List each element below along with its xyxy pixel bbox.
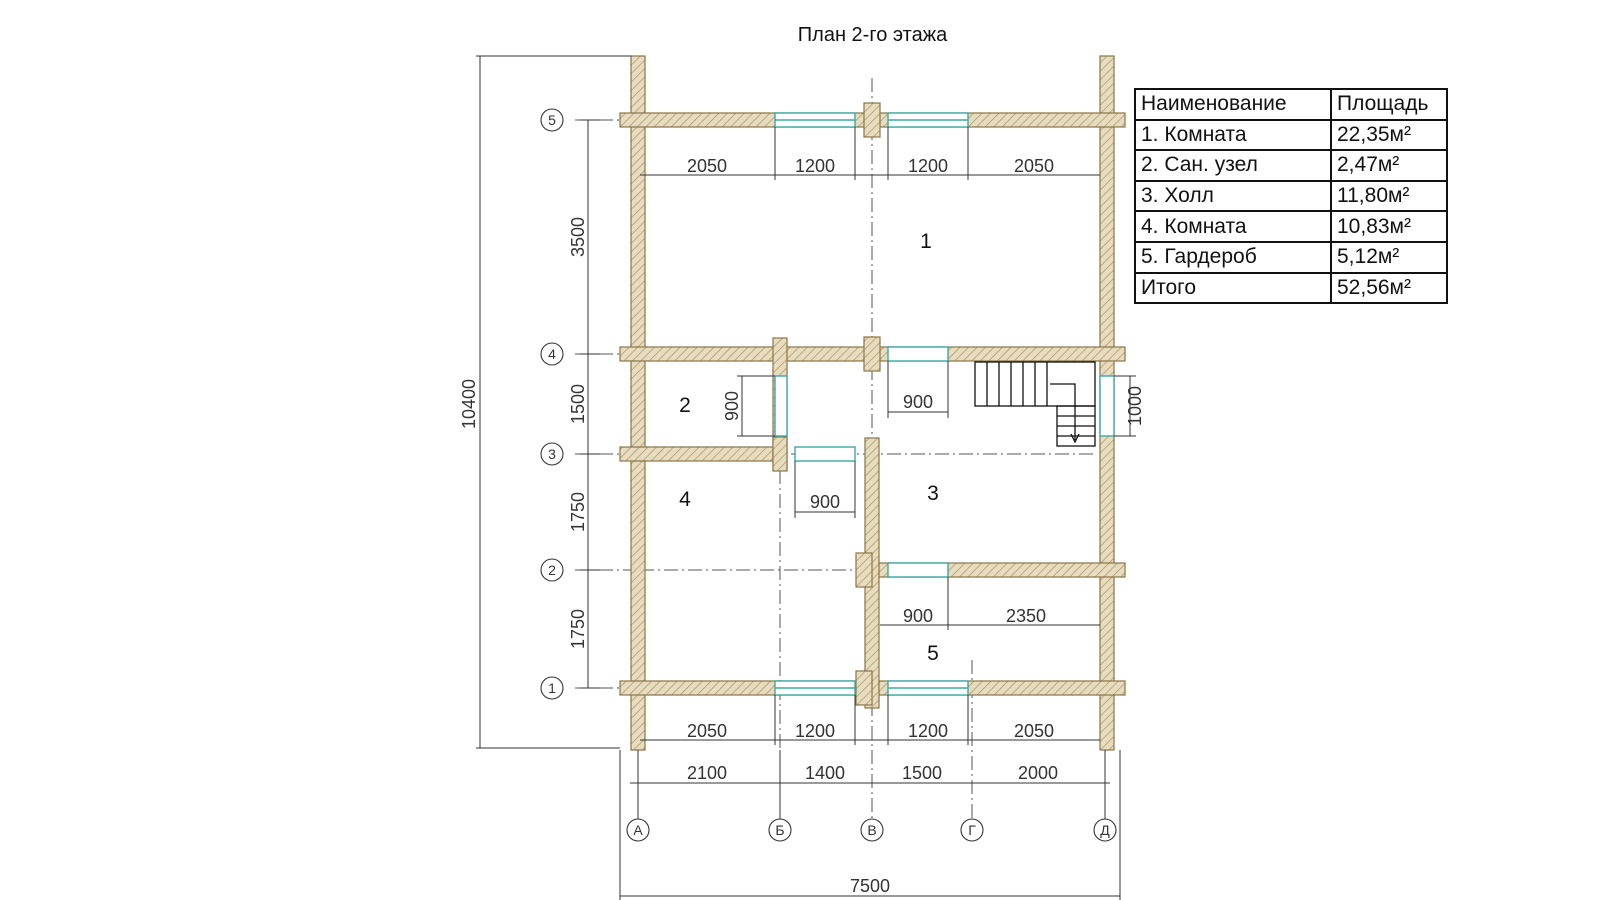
table-row: 1. Комната 22,35м² — [1134, 118, 1448, 152]
room-label-5: 5 — [927, 642, 939, 665]
header-area: Площадь — [1330, 88, 1448, 121]
axis-label-col-a: А — [633, 822, 643, 838]
area-table: Наименование Площадь 1. Комната 22,35м² … — [1134, 88, 1448, 305]
dim-wardrobe-wall: 2350 — [1006, 606, 1046, 626]
axis-marker-col-v — [860, 818, 884, 842]
dim-wc-door-h: 900 — [810, 492, 840, 512]
room-labels: 1 2 3 4 5 — [679, 230, 939, 665]
dim-top-1: 2050 — [687, 156, 727, 176]
axis-label-row-3: 3 — [548, 446, 556, 462]
dim-vert-3: 1750 — [568, 492, 588, 532]
dim-stair-width: 1000 — [1125, 386, 1145, 426]
row-name: 4. Комната — [1134, 210, 1332, 243]
row-name: 5. Гардероб — [1134, 240, 1332, 274]
dim-vert-4: 1750 — [568, 609, 588, 649]
axis-label-col-g: Г — [968, 822, 976, 838]
axis-marker-col-d — [1093, 818, 1117, 842]
dim-overall-width: 7500 — [850, 876, 890, 896]
room-label-2: 2 — [679, 394, 691, 417]
dimension-labels: 2050 1200 1200 2050 2050 1200 1200 2050 … — [459, 156, 1145, 896]
room-label-4: 4 — [679, 488, 691, 511]
windows — [774, 112, 1115, 696]
dim-axis-2: 1400 — [805, 763, 845, 783]
axis-label-row-1: 1 — [548, 680, 556, 696]
row-name: 3. Холл — [1134, 179, 1332, 213]
dim-overall-height: 10400 — [459, 379, 479, 429]
dim-bottom-4: 2050 — [1014, 721, 1054, 741]
row-area: 2,47м² — [1330, 149, 1448, 182]
axis-label-row-4: 4 — [548, 346, 556, 362]
dimension-lines — [476, 55, 1136, 900]
axis-marker-col-b — [768, 818, 792, 842]
axis-label-col-d: Д — [1100, 822, 1110, 838]
row-name: 2. Сан. узел — [1134, 149, 1332, 182]
row-area: 5,12м² — [1330, 240, 1448, 274]
dim-hall-door: 900 — [903, 392, 933, 412]
table-row: 3. Холл 11,80м² — [1134, 179, 1448, 213]
room-label-3: 3 — [927, 482, 939, 505]
dim-top-2: 1200 — [795, 156, 835, 176]
plan-title: План 2-го этажа — [797, 24, 948, 46]
row-area: 11,80м² — [1330, 179, 1448, 213]
header-name: Наименование — [1134, 88, 1332, 121]
area-table-header: Наименование Площадь — [1134, 88, 1448, 121]
table-row: 4. Комната 10,83м² — [1134, 210, 1448, 243]
dim-wc-door-v: 900 — [722, 391, 742, 421]
row-area: 22,35м² — [1330, 118, 1448, 152]
row-name: 1. Комната — [1134, 118, 1332, 152]
table-row-total: Итого 52,56м² — [1134, 271, 1448, 305]
staircase — [974, 361, 1096, 447]
room-label-1: 1 — [920, 230, 932, 253]
axis-markers — [540, 108, 1117, 842]
axis-labels: 5 4 3 2 1 А Б В Г Д — [548, 112, 1110, 838]
dim-top-4: 2050 — [1014, 156, 1054, 176]
dim-bottom-3: 1200 — [908, 721, 948, 741]
axis-marker-col-g — [960, 818, 984, 842]
axis-marker-row-1 — [540, 676, 564, 700]
axis-marker-row-3 — [540, 442, 564, 466]
dim-bottom-2: 1200 — [795, 721, 835, 741]
dim-vert-2: 1500 — [568, 384, 588, 424]
table-row: 5. Гардероб 5,12м² — [1134, 240, 1448, 274]
table-row: 2. Сан. узел 2,47м² — [1134, 149, 1448, 182]
axis-label-col-v: В — [867, 822, 876, 838]
axis-marker-row-4 — [540, 342, 564, 366]
axis-marker-col-a — [626, 818, 650, 842]
axis-label-col-b: Б — [775, 822, 784, 838]
row-area: 52,56м² — [1330, 271, 1448, 305]
dim-axis-3: 1500 — [902, 763, 942, 783]
row-name: Итого — [1134, 271, 1332, 305]
axis-label-row-2: 2 — [548, 562, 556, 578]
axis-marker-row-5 — [540, 108, 564, 132]
dim-top-3: 1200 — [908, 156, 948, 176]
row-area: 10,83м² — [1330, 210, 1448, 243]
dim-vert-1: 3500 — [568, 217, 588, 257]
axis-label-row-5: 5 — [548, 112, 556, 128]
dim-bottom-1: 2050 — [687, 721, 727, 741]
dim-wardrobe-door: 900 — [903, 606, 933, 626]
dim-axis-1: 2100 — [687, 763, 727, 783]
dim-axis-4: 2000 — [1018, 763, 1058, 783]
axis-marker-row-2 — [540, 558, 564, 582]
